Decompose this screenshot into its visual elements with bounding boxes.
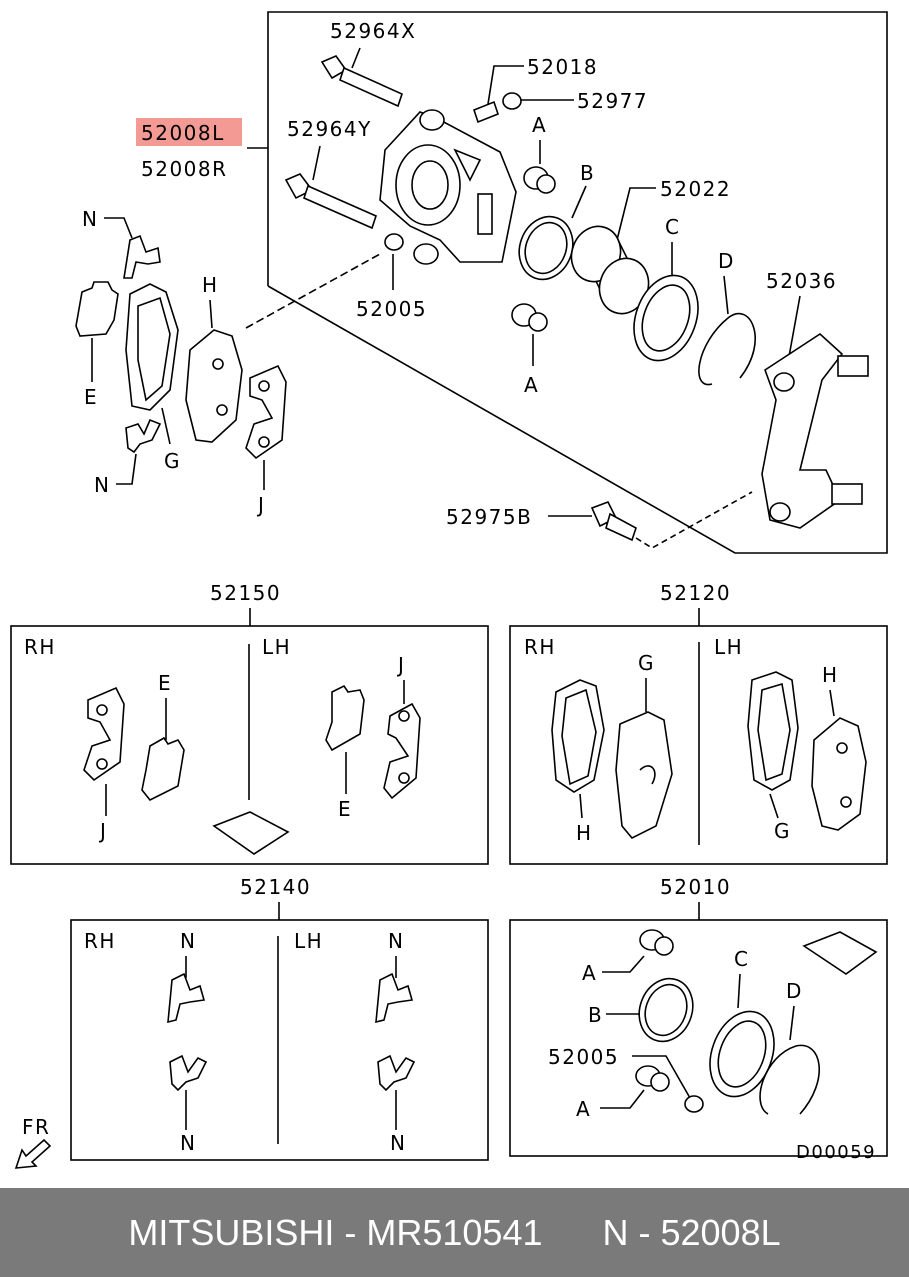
support-bolt — [590, 500, 637, 542]
shim-kit-box — [10, 625, 489, 865]
caliper-support — [761, 332, 869, 529]
pad-kit-lh[interactable]: LH — [714, 635, 743, 659]
piston-seal — [518, 215, 574, 281]
piston-label[interactable]: 52022 — [660, 177, 731, 201]
clip-kit-code[interactable]: 52140 — [240, 875, 311, 899]
seal-kit-b[interactable]: B — [588, 1003, 603, 1027]
letter-h-main[interactable]: H — [202, 273, 219, 297]
letter-e-main[interactable]: E — [84, 385, 98, 409]
seal-kit-d[interactable]: D — [786, 979, 803, 1003]
shim-kit-e-lh[interactable]: E — [338, 797, 352, 821]
clip-kit-box — [70, 919, 489, 1161]
parts-diagram: 52008L 52008R 52964X 52964Y 52018 52977 … — [10, 11, 888, 1169]
shim-j — [245, 364, 287, 460]
letter-n-top[interactable]: N — [82, 207, 98, 231]
bushing-upper — [523, 166, 556, 194]
assembly-frame — [267, 11, 888, 554]
seal-kit-c[interactable]: C — [734, 947, 749, 971]
pad-kit-g-lh[interactable]: G — [774, 819, 791, 843]
bleeder-cap — [502, 92, 522, 110]
clip-lower — [125, 418, 162, 454]
clip-kit-rh[interactable]: RH — [84, 929, 116, 953]
shim-kit-lh[interactable]: LH — [262, 635, 291, 659]
bolt-upper — [320, 55, 403, 108]
support-label[interactable]: 52036 — [766, 269, 837, 293]
footer-bar: MITSUBISHI - MR510541 N - 52008L — [0, 1188, 909, 1277]
boot-ring — [384, 233, 404, 251]
seal-kit-code[interactable]: 52010 — [660, 875, 731, 899]
assembly-label-right[interactable]: 52008R — [141, 157, 228, 181]
letter-g-main[interactable]: G — [164, 449, 181, 473]
letter-j-main[interactable]: J — [256, 493, 265, 517]
seal-kit-a2[interactable]: A — [576, 1097, 591, 1121]
bleeder-label[interactable]: 52018 — [527, 55, 598, 79]
clip-upper — [123, 234, 161, 279]
diagram-id: D00059 — [796, 1142, 876, 1163]
fr-label[interactable]: FR — [22, 1115, 50, 1139]
letter-n-bottom[interactable]: N — [94, 473, 110, 497]
letter-a-upper[interactable]: A — [532, 113, 547, 137]
pad-kit-code[interactable]: 52120 — [660, 581, 731, 605]
letter-c-main[interactable]: C — [665, 215, 680, 239]
piston — [570, 225, 650, 315]
shim-kit-code[interactable]: 52150 — [210, 581, 281, 605]
pad-kit-rh[interactable]: RH — [524, 635, 556, 659]
seal-kit-a1[interactable]: A — [582, 961, 597, 985]
bolt-lower-label[interactable]: 52964Y — [287, 117, 372, 141]
shim-kit-j-lh[interactable]: J — [396, 653, 405, 677]
pad-g — [125, 283, 179, 411]
pad-kit-h-lh[interactable]: H — [822, 663, 839, 687]
shim-kit-j-rh[interactable]: J — [98, 819, 107, 843]
bolt-lower — [284, 173, 377, 230]
boot-ring-label[interactable]: 52005 — [356, 297, 427, 321]
clip-kit-n3[interactable]: N — [388, 929, 404, 953]
shim-kit-e-rh[interactable]: E — [158, 671, 172, 695]
clip-kit-n2[interactable]: N — [180, 1131, 196, 1155]
bleeder-cap-label[interactable]: 52977 — [577, 89, 648, 113]
letter-d-main[interactable]: D — [718, 249, 735, 273]
pad-kit-box — [509, 625, 888, 865]
pad-kit-g-rh[interactable]: G — [638, 651, 655, 675]
bushing-lower — [511, 303, 548, 332]
shim-e — [75, 281, 119, 337]
seal-kit-box — [509, 919, 888, 1157]
clip-kit-n4[interactable]: N — [390, 1131, 406, 1155]
fr-arrow-icon — [14, 1138, 52, 1169]
clip-kit-n1[interactable]: N — [180, 929, 196, 953]
dust-boot — [633, 274, 699, 362]
assembly-label-left[interactable]: 52008L — [141, 121, 225, 145]
pad-kit-h-rh[interactable]: H — [576, 821, 593, 845]
shim-kit-rh[interactable]: RH — [24, 635, 56, 659]
letter-b[interactable]: B — [580, 161, 595, 185]
bolt-upper-label[interactable]: 52964X — [330, 19, 416, 43]
caliper-body — [379, 109, 517, 265]
pad-h — [185, 329, 243, 443]
letter-a-lower[interactable]: A — [524, 373, 539, 397]
seal-kit-52005[interactable]: 52005 — [548, 1045, 619, 1069]
support-bolt-label[interactable]: 52975B — [446, 505, 532, 529]
boot-ring-clip — [698, 312, 756, 386]
bleeder-screw — [473, 100, 499, 124]
highlight-box — [136, 118, 242, 146]
clip-kit-lh[interactable]: LH — [294, 929, 323, 953]
